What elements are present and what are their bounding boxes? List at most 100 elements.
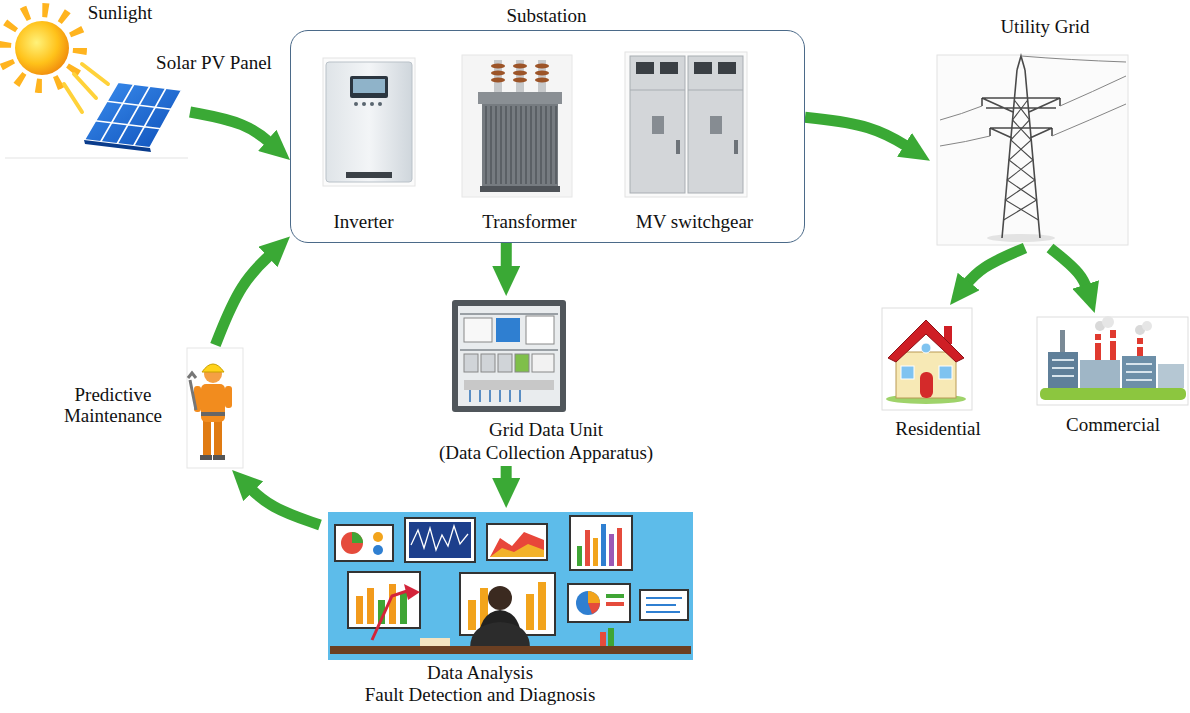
sun-icon: [64, 64, 108, 112]
inverter-icon: [346, 172, 392, 178]
analysis-scene: [468, 600, 476, 630]
inverter-icon: [370, 102, 374, 106]
switchgear-icon: [718, 62, 736, 74]
inverter-icon: [350, 76, 388, 98]
switchgear-icon: [652, 116, 664, 134]
data-unit-icon: [526, 316, 554, 344]
house-icon: [921, 343, 931, 353]
factory-icon: [1142, 321, 1152, 331]
worker-icon: [188, 373, 196, 410]
transformer-icon: [478, 92, 562, 104]
data-unit-icon: [481, 354, 495, 372]
factory-icon: [1102, 316, 1114, 328]
analysis-scene: [526, 594, 534, 630]
analysis-scene: [617, 528, 622, 566]
analysis-scene: [487, 524, 547, 560]
node-label: Substation: [506, 5, 586, 26]
transmission-tower-icon: [1004, 100, 1039, 220]
node-label: Fault Detection and Diagnosis: [365, 684, 596, 705]
worker-icon: [203, 420, 211, 458]
inverter-icon: [354, 102, 358, 106]
inverter-icon: [323, 58, 415, 186]
transmission-tower-icon: [937, 55, 1128, 245]
transformer-icon: [513, 64, 527, 69]
analysis-scene: [490, 532, 544, 557]
transmission-tower-icon: [940, 56, 1126, 146]
analysis-scene: [405, 518, 475, 562]
analysis-scene: [373, 532, 383, 542]
factory-icon: [1110, 330, 1116, 362]
data-unit-icon: [532, 354, 554, 372]
inverter-icon: [323, 58, 415, 186]
data-unit-icon: [452, 300, 566, 412]
flow-arrow: [501, 243, 512, 276]
house-icon: [882, 308, 972, 410]
worker-icon: [213, 455, 225, 460]
switchgear-icon: [630, 56, 685, 193]
analysis-scene: [335, 525, 393, 561]
worker-icon: [200, 455, 212, 460]
sun-icon: [4, 10, 108, 112]
transformer-icon: [462, 55, 572, 197]
analysis-scene: [341, 532, 363, 554]
flow-arrow: [1050, 248, 1089, 294]
solar-source: SunlightSolar PV Panel: [5, 0, 282, 112]
transformer-icon: [486, 106, 556, 184]
worker-icon: [225, 386, 232, 408]
analysis-scene: [488, 586, 512, 610]
analysis-scene: [348, 572, 420, 628]
transformer-icon: [491, 64, 505, 69]
house-icon: [920, 372, 933, 398]
analysis-scene: [420, 638, 450, 646]
analysis-scene: [608, 628, 614, 646]
solar-panel-icon: [5, 82, 188, 158]
switchgear-icon: [710, 116, 722, 134]
equipment-item: Inverter: [315, 56, 415, 238]
data-unit-icon: [464, 318, 492, 342]
consumer-node: Commercial: [1035, 313, 1188, 441]
house-icon: [939, 366, 952, 379]
analysis-scene: [646, 598, 682, 612]
analysis-scene: [330, 646, 691, 654]
factory-icon: [1037, 317, 1188, 405]
transmission-tower-icon: [982, 56, 1060, 238]
factory-icon: [1048, 352, 1078, 388]
transformer-icon: [482, 104, 558, 186]
worker-icon: [187, 348, 243, 468]
transmission-tower-icon: [982, 98, 1060, 136]
flow-arrow: [190, 112, 275, 147]
analysis-scene: [400, 592, 407, 624]
analysis-scene: [588, 591, 600, 603]
flow-arrow: [962, 248, 1025, 289]
node-label: Sunlight: [88, 2, 152, 23]
switchgear-icon: [694, 62, 712, 74]
node-label: Inverter: [333, 211, 393, 232]
transformer-icon: [513, 78, 527, 83]
maintenance-node: Predictive Maintenance: [60, 345, 245, 470]
analysis-scene: [570, 516, 632, 570]
factory-icon: [1137, 344, 1143, 347]
analysis-scene: [576, 591, 600, 615]
analysis-scene: [404, 584, 420, 600]
analysis-scene: [640, 590, 688, 620]
sun-icon: [4, 10, 80, 86]
data-unit-icon: [452, 300, 566, 412]
equipment-item: Transformer: [455, 52, 605, 238]
transformer-icon: [535, 78, 549, 83]
data-unit-icon: [498, 354, 512, 372]
data-unit-node: Grid Data Unit(Data Collection Apparatus…: [426, 296, 666, 466]
node-label: Predictive Maintenance: [56, 384, 171, 426]
switchgear-icon: [734, 140, 738, 154]
flow-arrow: [805, 117, 913, 150]
factory-icon: [1037, 316, 1188, 405]
factory-icon: [1095, 334, 1101, 362]
house-icon: [896, 352, 956, 398]
analysis-scene: [411, 526, 468, 550]
factory-icon: [1060, 330, 1065, 354]
node-label: Transformer: [482, 211, 576, 232]
switchgear-icon: [630, 90, 685, 91]
flow-arrow: [215, 250, 275, 345]
